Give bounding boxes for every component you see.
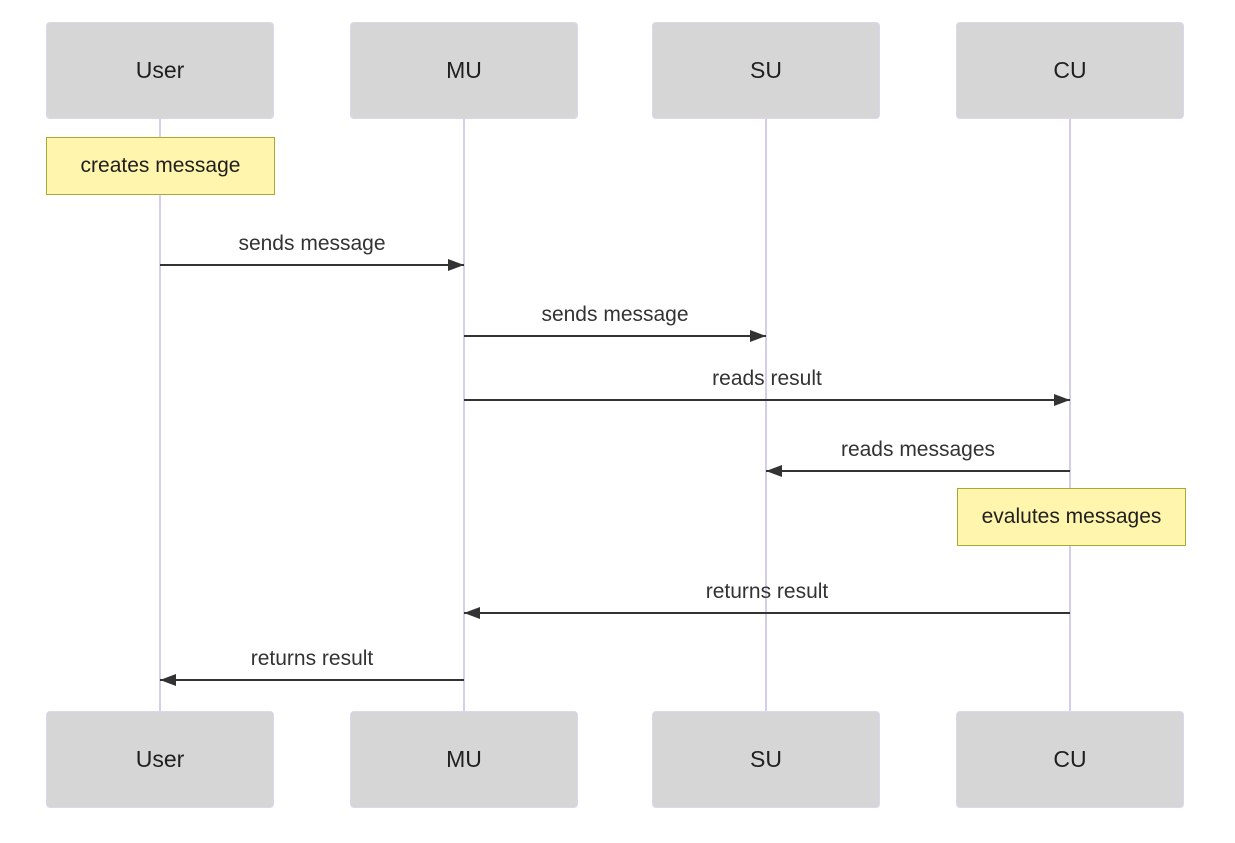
arrowhead-icon bbox=[160, 674, 176, 686]
message-line bbox=[464, 335, 766, 337]
lifeline-su bbox=[765, 119, 767, 711]
message-line bbox=[160, 264, 464, 266]
actor-box-cu-bottom: CU bbox=[956, 711, 1184, 808]
message-label: returns result bbox=[250, 647, 374, 670]
actor-box-user-top: User bbox=[46, 22, 274, 119]
actor-label: SU bbox=[750, 57, 782, 83]
actor-label: User bbox=[135, 57, 185, 83]
actor-label: MU bbox=[446, 746, 482, 772]
arrowhead-icon bbox=[448, 259, 464, 271]
message-line bbox=[766, 470, 1070, 472]
actor-label: CU bbox=[1053, 57, 1087, 83]
message-label: reads messages bbox=[840, 438, 996, 461]
arrowhead-icon bbox=[464, 607, 480, 619]
actor-box-mu-bottom: MU bbox=[350, 711, 578, 808]
actor-label: SU bbox=[750, 746, 782, 772]
actor-box-su-bottom: SU bbox=[652, 711, 880, 808]
lifeline-user bbox=[159, 119, 161, 711]
arrowhead-icon bbox=[1054, 394, 1070, 406]
lifeline-cu bbox=[1069, 119, 1071, 711]
message-label: returns result bbox=[705, 580, 829, 603]
actor-box-mu-top: MU bbox=[350, 22, 578, 119]
actor-label: User bbox=[135, 746, 185, 772]
message-label: sends message bbox=[238, 232, 386, 255]
note-label: creates message bbox=[80, 154, 241, 177]
actor-box-user-bottom: User bbox=[46, 711, 274, 808]
actor-label: CU bbox=[1053, 746, 1087, 772]
message-line bbox=[464, 612, 1070, 614]
arrowhead-icon bbox=[766, 465, 782, 477]
note-label: evalutes messages bbox=[981, 505, 1162, 528]
actor-box-su-top: SU bbox=[652, 22, 880, 119]
message-line bbox=[160, 679, 464, 681]
message-label: sends message bbox=[541, 303, 689, 326]
actor-label: MU bbox=[446, 57, 482, 83]
note-2: evalutes messages bbox=[957, 488, 1186, 546]
lifeline-mu bbox=[463, 119, 465, 711]
actor-box-cu-top: CU bbox=[956, 22, 1184, 119]
message-line bbox=[464, 399, 1070, 401]
arrowhead-icon bbox=[750, 330, 766, 342]
note-1: creates message bbox=[46, 137, 275, 195]
message-label: reads result bbox=[712, 367, 822, 390]
